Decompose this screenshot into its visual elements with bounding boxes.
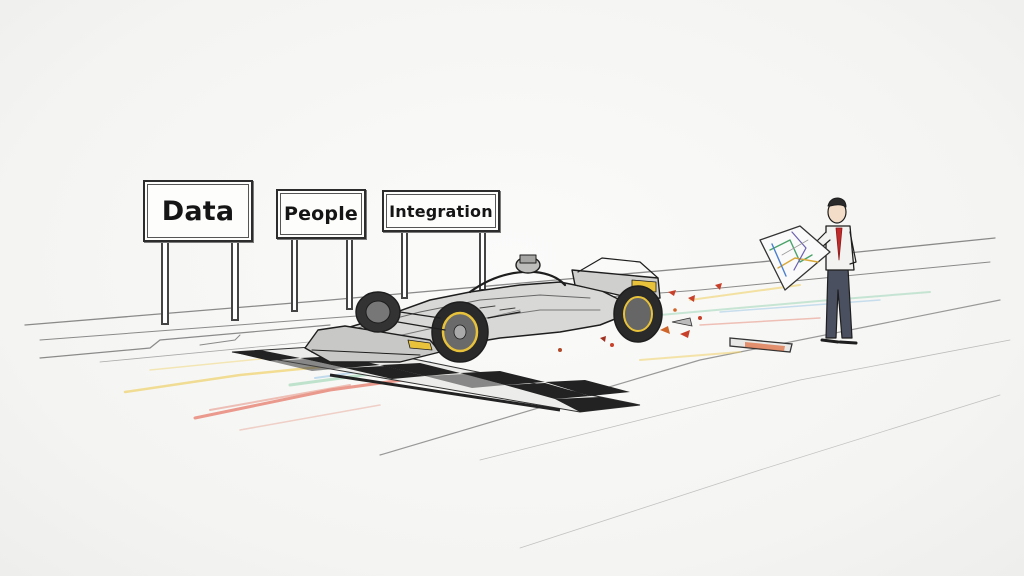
- debris: [558, 283, 793, 353]
- sign-data-label: Data: [161, 195, 235, 227]
- sign-people-label: People: [283, 203, 359, 225]
- race-car: [304, 254, 663, 363]
- sign-integration: Integration: [382, 190, 500, 232]
- sign-data: Data: [143, 180, 253, 242]
- road: [24, 237, 1011, 549]
- sign-people: People: [276, 189, 366, 239]
- sign-integration-label: Integration: [389, 201, 493, 221]
- man-with-map: [759, 197, 858, 345]
- checkered-line: [231, 344, 641, 413]
